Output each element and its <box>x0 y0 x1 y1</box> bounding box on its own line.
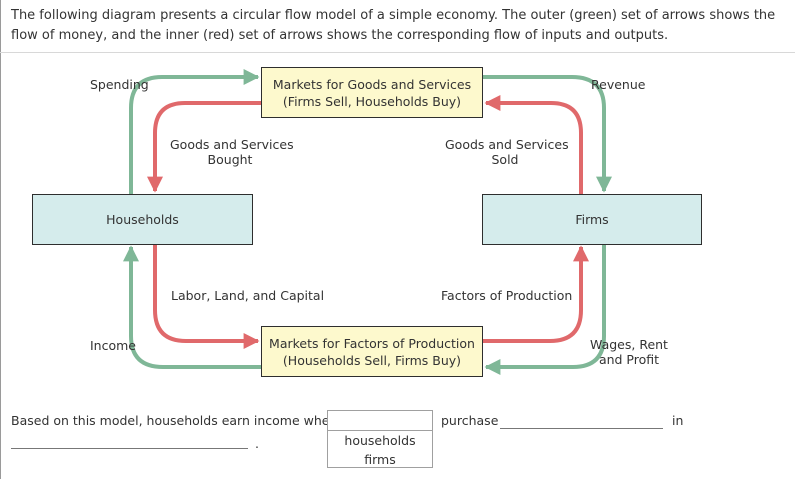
firms-label: Firms <box>575 212 609 227</box>
factors-arrow <box>483 245 589 343</box>
goods-bought-line1: Goods and Services <box>170 137 294 152</box>
labor-label: Labor, Land, and Capital <box>171 288 325 303</box>
goods-sold-line1: Goods and Services <box>445 137 569 152</box>
households-label: Households <box>106 212 179 227</box>
goods-bought-line2: Bought <box>207 152 253 167</box>
factor-market-box: Markets for Factors of Production (House… <box>261 326 483 377</box>
households-box: Households <box>32 194 253 245</box>
goods-sold-arrow <box>484 95 583 194</box>
income-arrow <box>123 245 262 369</box>
option-firms[interactable]: firms <box>364 452 396 467</box>
wages-arrow <box>484 245 606 375</box>
goods-market-title: Markets for Goods and Services <box>272 76 472 92</box>
blank-what-purchased[interactable] <box>500 428 663 429</box>
goods-bought-label: Goods and Services Bought <box>170 137 294 167</box>
intro-text: The following diagram presents a circula… <box>11 8 776 43</box>
spending-arrow <box>129 69 260 194</box>
wages-line2: and Profit <box>598 352 660 367</box>
option-households[interactable]: households <box>344 433 416 448</box>
dropdown-selected-value[interactable] <box>328 411 432 431</box>
divider <box>0 52 795 53</box>
goods-market-box: Markets for Goods and Services (Firms Se… <box>261 67 483 118</box>
wages-line1: Wages, Rent <box>590 337 668 352</box>
revenue-label: Revenue <box>591 77 646 92</box>
goods-market-subtitle: (Firms Sell, Households Buy) <box>282 93 462 109</box>
question-prefix: Based on this model, households earn inc… <box>11 413 338 428</box>
goods-bought-arrow <box>147 101 262 193</box>
income-label: Income <box>90 338 136 353</box>
blank-which-market[interactable] <box>11 448 248 449</box>
firms-box: Firms <box>482 194 702 245</box>
question-middle: purchase <box>441 413 499 428</box>
wages-label: Wages, Rent and Profit <box>590 337 668 367</box>
factor-market-subtitle: (Households Sell, Firms Buy) <box>282 352 462 368</box>
labor-arrow <box>153 245 260 349</box>
goods-sold-line2: Sold <box>491 152 519 167</box>
goods-sold-label: Goods and Services Sold <box>445 137 569 167</box>
revenue-arrow <box>483 75 612 193</box>
factors-label: Factors of Production <box>441 288 573 303</box>
households-firms-dropdown[interactable]: households firms <box>327 410 433 468</box>
factor-market-title: Markets for Factors of Production <box>269 335 475 351</box>
question-suffix: in <box>672 413 684 428</box>
spending-label: Spending <box>90 77 149 92</box>
question-period: . <box>255 436 259 451</box>
